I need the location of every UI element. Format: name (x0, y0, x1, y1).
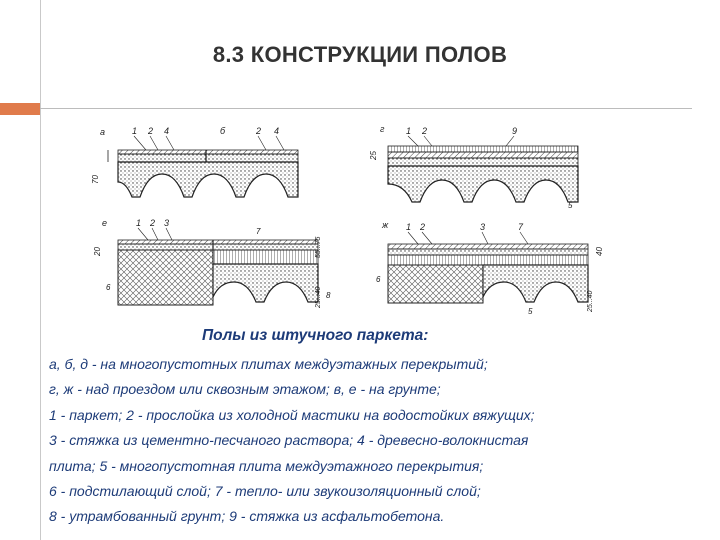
panel-zh-dim-1: 40 (595, 247, 604, 256)
floor-construction-drawings: а 1 2 4 б 2 4 70 г 1 2 9 5 25 е 1 2 3 6 … (91, 124, 604, 316)
drawing-panel-zh: ж 1 2 3 7 6 5 40 25...40 (376, 220, 604, 316)
legend-line: 3 - стяжка из цементно-песчаного раствор… (49, 432, 529, 449)
drawing-panel-g: г 1 2 9 5 25 (369, 124, 579, 210)
legend-line: 8 - утрамбованный грунт; 9 - стяжка из а… (49, 508, 445, 525)
title-divider (40, 108, 692, 109)
legend-block: а, б, д - на многопустотных плитах между… (49, 352, 714, 530)
panel-a-num-4: 4 (164, 126, 169, 136)
panel-e-letter: е (102, 218, 107, 228)
panel-zh-callout-5: 5 (528, 307, 533, 316)
panel-a-num-2: 2 (147, 126, 153, 136)
panel-zh-num-2: 2 (419, 222, 425, 232)
panel-b-letter: б (220, 126, 226, 136)
panel-e-num-3: 3 (164, 218, 169, 228)
panel-g-dim: 25 (369, 151, 378, 161)
panel-g-num-9: 9 (512, 126, 517, 136)
panel-zh-num-7: 7 (518, 222, 524, 232)
panel-g-letter: г (380, 124, 385, 134)
drawing-panel-a-b: а 1 2 4 б 2 4 70 (91, 126, 299, 198)
figure-caption: Полы из штучного паркета: (202, 327, 429, 344)
legend-line: плита; 5 - многопустотная плита междуэта… (49, 457, 484, 474)
legend-line: а, б, д - на многопустотных плитах между… (49, 356, 488, 372)
panel-zh-letter: ж (381, 220, 389, 230)
panel-b-num-2: 2 (255, 126, 261, 136)
panel-zh-dim-2: 25...40 (587, 290, 594, 313)
drawing-panel-e: е 1 2 3 6 7 8 20 55...75 25...40 (93, 218, 331, 309)
panel-g-num-2: 2 (421, 126, 427, 136)
panel-a-num-1: 1 (132, 126, 137, 136)
legend-line: 6 - подстилающий слой; 7 - тепло- или зв… (49, 483, 481, 500)
panel-zh-callout-6: 6 (376, 275, 381, 284)
panel-e-num-2: 2 (149, 218, 155, 228)
panel-b-num-4: 4 (274, 126, 279, 136)
panel-e-callout-7: 7 (256, 227, 261, 236)
legend-line: г, ж - над проездом или сквозным этажом;… (49, 381, 441, 398)
panel-a-letter: а (100, 127, 105, 137)
panel-e-dim-1: 20 (93, 247, 102, 257)
slide-title: 8.3 КОНСТРУКЦИИ ПОЛОВ (212, 42, 508, 67)
panel-g-num-1: 1 (406, 126, 411, 136)
panel-e-dim-3: 25...40 (315, 286, 322, 309)
panel-e-dim-2: 55...75 (315, 236, 322, 258)
title-accent-bar (0, 103, 40, 115)
panel-a-dim: 70 (91, 175, 100, 184)
legend-line: 1 - паркет; 2 - прослойка из холодной ма… (49, 406, 535, 423)
panel-zh-num-1: 1 (406, 222, 411, 232)
panel-e-callout-6: 6 (106, 283, 111, 292)
panel-g-callout-5: 5 (568, 201, 573, 210)
slide-left-border (40, 0, 41, 540)
panel-e-num-1: 1 (136, 218, 141, 228)
panel-e-callout-8: 8 (326, 291, 331, 300)
panel-zh-num-3: 3 (480, 222, 485, 232)
